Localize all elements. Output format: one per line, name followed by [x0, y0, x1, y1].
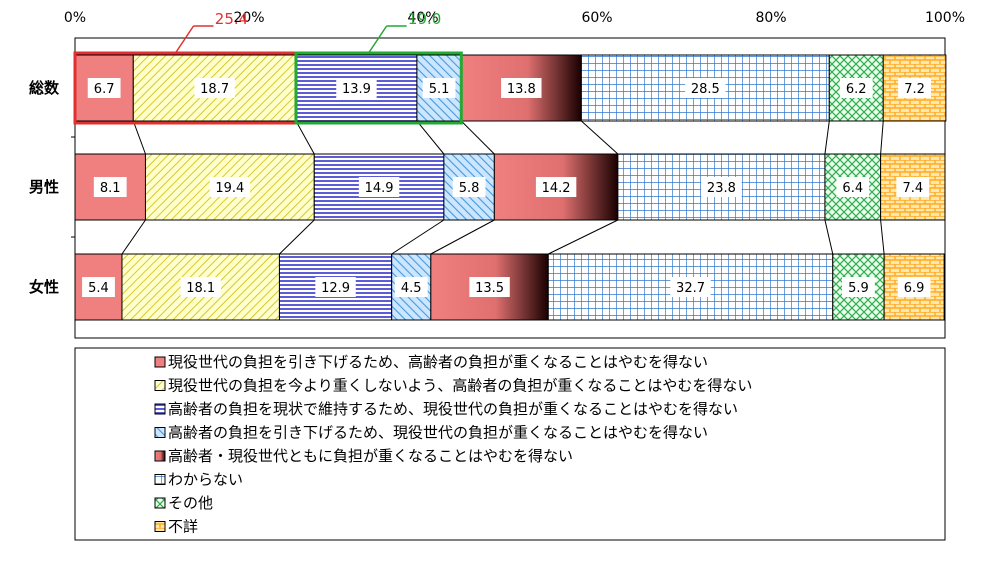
value-label: 18.7: [200, 82, 229, 97]
value-label: 13.5: [475, 281, 504, 296]
connector-line: [391, 219, 445, 255]
value-label: 18.1: [186, 281, 215, 296]
value-label: 14.9: [365, 181, 394, 196]
value-label: 6.7: [94, 82, 115, 97]
value-label: 7.2: [904, 82, 925, 97]
legend-label: 高齢者の負担を現状で維持するため、現役世代の負担が重くなることはやむを得ない: [168, 400, 738, 418]
value-label-bg: [535, 177, 577, 197]
legend-label: 現役世代の負担を引き下げるため、高齢者の負担が重くなることはやむを得ない: [168, 353, 708, 371]
legend-label: その他: [168, 494, 213, 512]
legend-label: 高齢者・現役世代ともに負担が重くなることはやむを得ない: [168, 447, 573, 465]
legend-label: 現役世代の負担を今より重くしないよう、高齢者の負担が重くなることはやむを得ない: [168, 377, 752, 395]
value-label: 6.4: [842, 181, 863, 196]
connector-line: [880, 219, 885, 255]
value-label-bg: [209, 177, 251, 197]
connector-line: [880, 120, 884, 155]
legend-label: わからない: [168, 471, 243, 489]
legend-swatch: [154, 380, 166, 391]
x-tick-label: 20%: [233, 10, 264, 26]
callout-label: 25.4: [215, 10, 248, 28]
highlight-box: [294, 51, 463, 125]
callout-line: [174, 25, 195, 54]
connector-line: [824, 120, 830, 155]
value-label-bg: [896, 177, 930, 197]
callout-line: [368, 25, 388, 54]
connector-line: [824, 219, 834, 255]
value-label-bg: [422, 78, 456, 98]
value-label: 6.2: [846, 82, 867, 97]
value-label-bg: [670, 277, 711, 297]
legend-swatch: [154, 403, 166, 415]
value-label-bg: [685, 78, 726, 98]
legend-swatch: [154, 450, 166, 462]
value-label-bg: [180, 277, 221, 297]
value-label: 14.2: [542, 181, 571, 196]
legend-swatch: [154, 474, 166, 485]
value-label: 32.7: [676, 281, 705, 296]
connector-lines: [121, 120, 885, 255]
category-label: 女性: [29, 278, 59, 296]
value-label: 7.4: [902, 181, 923, 196]
value-label-bg: [358, 177, 400, 197]
connector-line: [132, 120, 146, 155]
value-label: 13.9: [342, 82, 371, 97]
value-label: 8.1: [100, 181, 121, 196]
value-label-bg: [394, 277, 428, 297]
value-label-bg: [701, 177, 742, 197]
legend-swatch: [154, 427, 166, 438]
value-label: 12.9: [321, 281, 350, 296]
connector-line: [460, 120, 495, 155]
value-label-bg: [842, 277, 875, 297]
value-label-bg: [336, 78, 377, 98]
value-label: 28.5: [691, 82, 720, 97]
value-label: 19.4: [215, 181, 244, 196]
value-label: 23.8: [707, 181, 736, 196]
value-label-bg: [898, 78, 931, 98]
value-label: 5.4: [88, 281, 109, 296]
legend-label: 高齢者の負担を引き下げるため、現役世代の負担が重くなることはやむを得ない: [168, 424, 708, 442]
value-label-bg: [87, 78, 121, 98]
legend-box: [74, 347, 946, 541]
connector-line: [295, 120, 315, 155]
value-label: 5.8: [459, 181, 480, 196]
value-label: 4.5: [401, 281, 422, 296]
value-label-bg: [469, 277, 510, 297]
value-label-bg: [452, 177, 486, 197]
value-label-bg: [82, 277, 115, 297]
x-tick-label: 40%: [407, 10, 438, 26]
x-tick-label: 60%: [581, 10, 612, 26]
category-label: 総数: [29, 79, 60, 97]
category-label: 男性: [29, 178, 59, 196]
x-tick-label: 0%: [64, 10, 86, 26]
value-label-bg: [194, 78, 235, 98]
connector-line: [279, 219, 315, 255]
callout-label: 19.0: [408, 10, 441, 28]
connector-line: [430, 219, 495, 255]
value-label-bg: [839, 78, 873, 98]
connector-line: [416, 120, 445, 155]
connector-line: [548, 219, 619, 255]
value-label-bg: [501, 78, 542, 98]
legend-swatch: [154, 356, 166, 368]
value-label: 13.8: [507, 82, 536, 97]
legend-swatch: [154, 521, 166, 532]
annotations: 25.4 19.0: [73, 10, 463, 125]
legend: 現役世代の負担を引き下げるため、高齢者の負担が重くなることはやむを得ない現役世代…: [74, 347, 946, 541]
connector-line: [121, 219, 146, 255]
value-label-bg: [93, 177, 127, 197]
x-tick-label: 100%: [925, 10, 965, 26]
x-tick-label: 80%: [755, 10, 786, 26]
bar-segments: 6.7 18.7 13.9 5.1 13.8 28.5 6.2 7.2 8.1 19.4 14.9 5…: [74, 54, 947, 321]
value-label-bg: [836, 177, 870, 197]
connector-line: [581, 120, 619, 155]
legend-swatch: [154, 497, 166, 509]
value-label: 6.9: [904, 281, 925, 296]
legend-label: 不詳: [168, 518, 198, 536]
value-label-bg: [897, 277, 931, 297]
value-label-bg: [315, 277, 356, 297]
value-label: 5.1: [429, 82, 450, 97]
value-label: 5.9: [848, 281, 869, 296]
